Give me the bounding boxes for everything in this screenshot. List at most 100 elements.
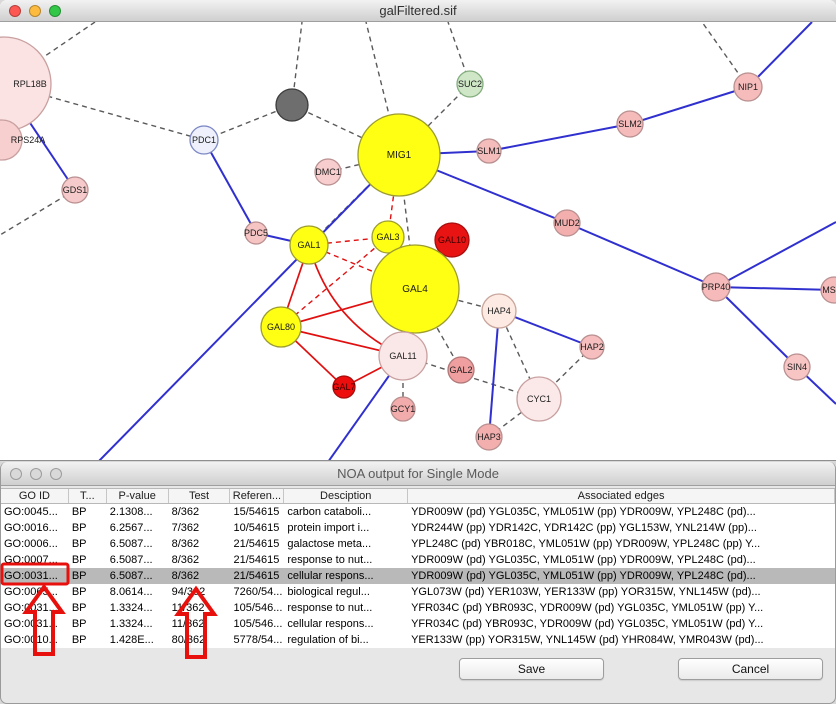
- graph-node-label: GAL7: [332, 382, 355, 392]
- cell-type: BP: [71, 570, 87, 582]
- graph-node-SLM1[interactable]: SLM1: [476, 138, 502, 164]
- column-header-p_value[interactable]: P-value: [107, 489, 169, 503]
- graph-edge-pd_dashed: [414, 288, 462, 371]
- cell-type: BP: [71, 506, 87, 518]
- graph-node-HAP3[interactable]: HAP3: [475, 423, 503, 451]
- column-header-associated_edges[interactable]: Associated edges: [408, 489, 835, 503]
- graph-node-MSL1[interactable]: MSL1: [820, 276, 836, 304]
- graph-node-HAP2[interactable]: HAP2: [579, 334, 605, 360]
- cell-associated_edges: YDR009W (pd) YGL035C, YML051W (pp) YDR00…: [411, 570, 756, 582]
- cell-p_value: 6.5087...: [109, 538, 153, 550]
- graph-node-SUC2[interactable]: SUC2: [456, 70, 484, 98]
- graph-node-SIN4[interactable]: SIN4: [783, 353, 811, 381]
- graph-node-GAL1[interactable]: GAL1: [289, 225, 329, 265]
- graph-node-GAL4[interactable]: GAL4: [370, 244, 460, 334]
- cell-description: regulation of bi...: [287, 634, 369, 646]
- cell-associated_edges: YGL073W (pd) YER103W, YER133W (pp) YOR31…: [411, 586, 761, 598]
- network-window-titlebar[interactable]: galFiltered.sif: [0, 0, 836, 22]
- graph-edge-pp_blue: [629, 86, 749, 125]
- noa-window-titlebar[interactable]: NOA output for Single Mode: [1, 462, 835, 486]
- cell-p_value: 6.5087...: [109, 554, 153, 566]
- cell-reference: 21/54615: [233, 570, 280, 582]
- cell-go_id: GO:0031...: [4, 618, 58, 630]
- graph-node-NIP1[interactable]: NIP1: [733, 72, 763, 102]
- graph-node-label: HAP4: [487, 306, 511, 316]
- graph-node-label: PDC1: [192, 135, 216, 145]
- graph-node-SLM2[interactable]: SLM2: [616, 110, 644, 138]
- cell-go_id: GO:0045...: [4, 506, 58, 518]
- cell-associated_edges: YPL248C (pd) YBR018C, YML051W (pp) YDR00…: [411, 538, 761, 550]
- graph-node-DMC1[interactable]: DMC1: [314, 158, 342, 186]
- graph-node-PDC5[interactable]: PDC5: [244, 221, 268, 245]
- graph-node-label: NIP1: [738, 82, 758, 92]
- graph-node-GCY1[interactable]: GCY1: [390, 396, 416, 422]
- graph-node-GAL80[interactable]: GAL80: [260, 306, 302, 348]
- graph-node-MUD2[interactable]: MUD2: [553, 209, 581, 237]
- graph-node-label: MIG1: [387, 150, 412, 161]
- cell-associated_edges: YER133W (pp) YOR315W, YNL145W (pd) YHR08…: [411, 634, 764, 646]
- graph-node-label: RPS24A: [11, 135, 46, 145]
- graph-node-GDS1[interactable]: GDS1: [61, 176, 89, 204]
- zoom-button[interactable]: [50, 467, 62, 480]
- graph-node-label: GCY1: [391, 404, 416, 414]
- graph-edge-pp_blue: [488, 310, 500, 438]
- close-button[interactable]: [9, 4, 21, 17]
- graph-node-label: MSL1: [822, 285, 836, 295]
- cell-type: BP: [71, 618, 87, 630]
- column-header-description[interactable]: Desciption: [284, 489, 409, 503]
- cell-type: BP: [71, 586, 87, 598]
- graph-node-GAL2[interactable]: GAL2: [447, 356, 475, 384]
- cell-reference: 5778/54...: [233, 634, 283, 646]
- graph-node-RPL18B[interactable]: RPL18B: [0, 36, 52, 132]
- cell-p_value: 8.0614...: [109, 586, 153, 598]
- column-header-test[interactable]: Test: [169, 489, 231, 503]
- cell-p_value: 6.2567...: [109, 522, 153, 534]
- graph-edge-pp_blue: [715, 286, 835, 291]
- graph-node-label: PDC5: [244, 228, 268, 238]
- cell-associated_edges: YDR009W (pd) YGL035C, YML051W (pp) YDR00…: [411, 506, 756, 518]
- graph-node-GAL10[interactable]: GAL10: [434, 222, 470, 258]
- graph-node-GAL7[interactable]: GAL7: [332, 375, 356, 399]
- cell-reference: 15/54615: [233, 506, 280, 518]
- close-button[interactable]: [10, 467, 22, 480]
- cell-type: BP: [71, 554, 87, 566]
- minimize-button[interactable]: [29, 4, 41, 17]
- cell-associated_edges: YFR034C (pd) YBR093C, YDR009W (pd) YGL03…: [411, 602, 764, 614]
- graph-node-HAP4[interactable]: HAP4: [481, 293, 517, 329]
- cell-go_id: GO:0065...: [4, 586, 58, 598]
- graph-node-CYC1[interactable]: CYC1: [516, 376, 562, 422]
- cell-reference: 21/54615: [233, 554, 280, 566]
- minimize-button[interactable]: [30, 467, 42, 480]
- cell-description: protein import i...: [287, 522, 370, 534]
- cancel-button[interactable]: Cancel: [678, 658, 823, 680]
- graph-node-label: DMC1: [315, 167, 341, 177]
- cell-p_value: 1.3324...: [109, 602, 153, 614]
- graph-node-MIG1[interactable]: MIG1: [357, 113, 441, 197]
- graph-node-GAL11[interactable]: GAL11: [378, 331, 428, 381]
- graph-node-PDC1[interactable]: PDC1: [189, 125, 219, 155]
- cell-go_id: GO:0007...: [4, 554, 58, 566]
- graph-node-unlabeled[interactable]: [275, 88, 309, 122]
- column-header-type[interactable]: T...: [69, 489, 107, 503]
- graph-node-label: SLM1: [477, 146, 501, 156]
- graph-node-PRP40[interactable]: PRP40: [701, 272, 731, 302]
- zoom-button[interactable]: [49, 4, 61, 17]
- graph-node-RPS24A[interactable]: RPS24A: [0, 119, 46, 161]
- column-header-go_id[interactable]: GO ID: [1, 489, 69, 503]
- save-button[interactable]: Save: [459, 658, 604, 680]
- column-header-reference[interactable]: Referen...: [230, 489, 285, 503]
- graph-node-GAL3[interactable]: GAL3: [371, 220, 405, 254]
- cell-test: 94/362: [171, 586, 206, 598]
